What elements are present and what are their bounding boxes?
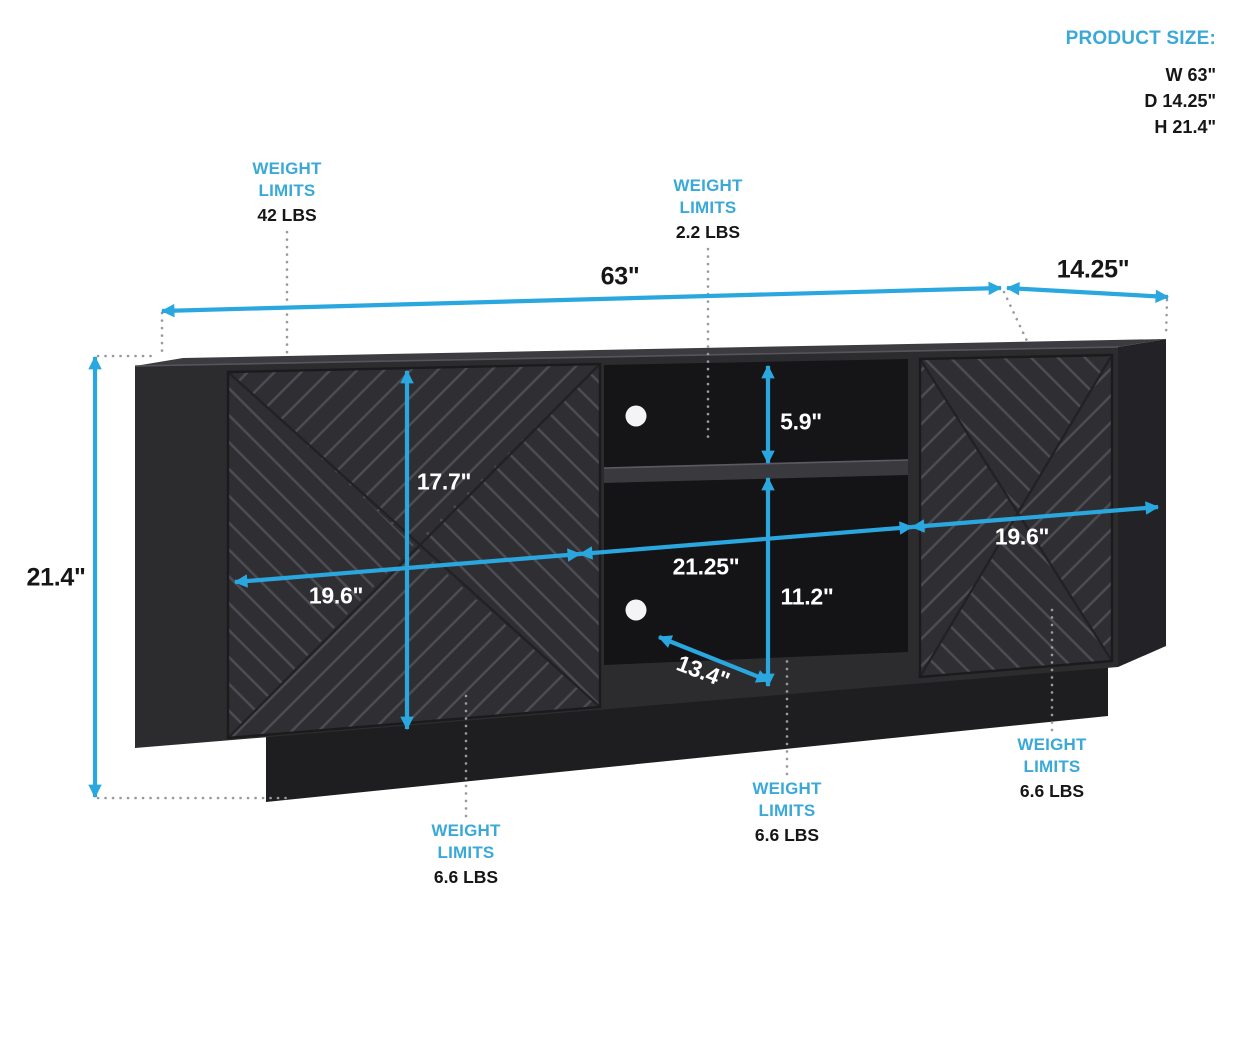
cabinet-right-side [1118, 339, 1166, 667]
weight-limit-value: 6.6 LBS [754, 824, 820, 845]
weight-limit-label: WEIGHT LIMITS [1017, 735, 1087, 776]
weight-limit-top-left: WEIGHT LIMITS 42 LBS [252, 158, 321, 226]
weight-limit-bottom-left: WEIGHT LIMITS 6.6 LBS [431, 820, 500, 888]
weight-limit-label: WEIGHT LIMITS [673, 176, 743, 217]
dim-label-center-width: 21.25" [672, 553, 740, 580]
arrow-right-door-width [910, 501, 1160, 533]
dim-label-left-door-width: 19.6" [308, 582, 364, 609]
weight-limit-value: 2.2 LBS [675, 221, 741, 242]
product-size-width: W 63" [1165, 65, 1216, 85]
dim-label-overall-height: 21.4" [26, 563, 86, 592]
weight-limit-label: WEIGHT LIMITS [752, 779, 822, 820]
product-size-block: PRODUCT SIZE: W 63" D 14.25" H 21.4" [1066, 28, 1216, 140]
arrow-shelf-depth [657, 635, 771, 683]
lower-cable-hole [625, 599, 647, 621]
guide-width-right [1002, 290, 1029, 343]
arrow-overall-width [160, 281, 1003, 318]
weight-limit-top-center: WEIGHT LIMITS 2.2 LBS [673, 175, 742, 243]
weight-limit-label: WEIGHT LIMITS [252, 159, 322, 200]
weight-limit-value: 6.6 LBS [1019, 780, 1085, 801]
dim-label-door-height: 17.7" [416, 468, 472, 495]
top-edge-highlight [134, 346, 1119, 367]
weight-limit-value: 6.6 LBS [433, 866, 499, 887]
weight-limit-bottom-right: WEIGHT LIMITS 6.6 LBS [1017, 734, 1086, 802]
arrow-left-door-width [233, 548, 582, 588]
plinth-base [266, 657, 1108, 802]
product-size-height: H 21.4" [1154, 117, 1216, 137]
dim-label-right-door-width: 19.6" [994, 523, 1050, 550]
lower-open-shelf [604, 475, 908, 665]
left-door [226, 362, 602, 740]
arrow-center-width [578, 521, 914, 560]
cabinet-top-face [135, 339, 1166, 366]
product-size-depth: D 14.25" [1144, 91, 1216, 111]
dimension-arrows [88, 281, 1170, 799]
weight-limit-label: WEIGHT LIMITS [431, 821, 501, 862]
dim-label-overall-width: 63" [600, 262, 640, 291]
dim-label-top-shelf-height: 5.9" [780, 408, 822, 435]
arrow-overall-depth [1005, 281, 1170, 304]
guide-depth-right [1164, 298, 1169, 338]
right-door [918, 353, 1114, 679]
shelf-edge-highlight [603, 459, 909, 469]
product-size-title: PRODUCT SIZE: [1065, 28, 1216, 49]
upper-open-shelf [604, 359, 908, 468]
dim-label-overall-depth: 14.25" [1056, 255, 1130, 284]
upper-cable-hole [625, 405, 647, 427]
dim-label-bottom-shelf-height: 11.2" [780, 583, 834, 610]
middle-shelf-board [604, 460, 908, 483]
tv-stand-illustration [134, 339, 1166, 802]
weight-limit-value: 42 LBS [257, 204, 317, 225]
weight-limit-bottom-center: WEIGHT LIMITS 6.6 LBS [752, 778, 821, 846]
